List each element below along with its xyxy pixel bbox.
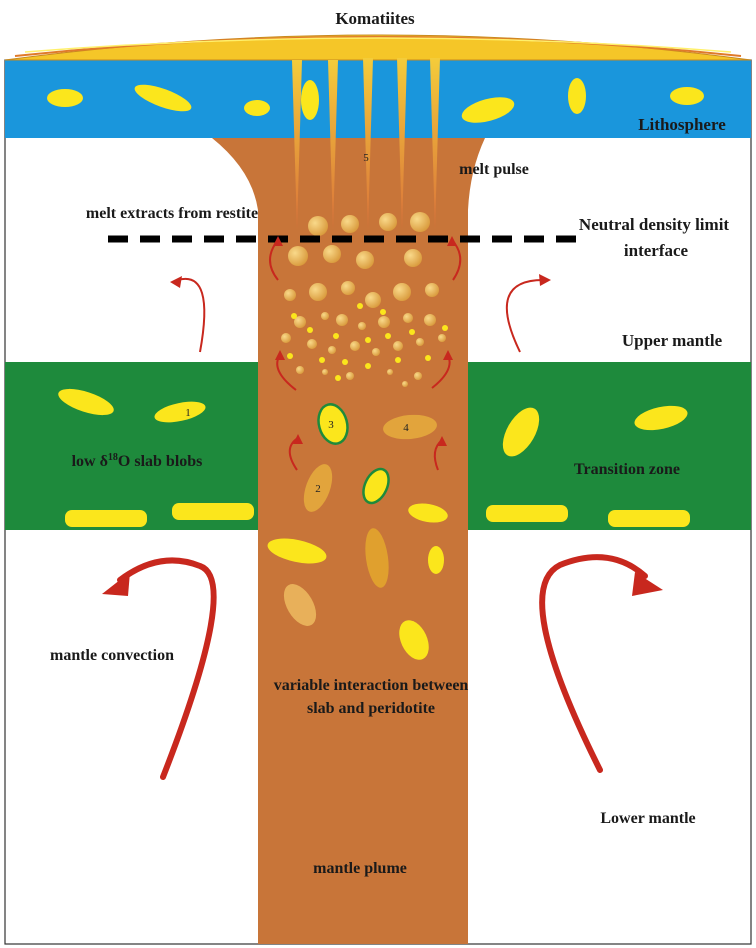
- transition-zone-label: Transition zone: [574, 461, 680, 478]
- marker-3: 3: [328, 419, 334, 431]
- marker-4: 4: [403, 422, 409, 434]
- lithosphere-blobs: [47, 78, 704, 123]
- lower-mantle-label: Lower mantle: [600, 810, 695, 827]
- melt-droplets: [281, 212, 448, 387]
- small-arrowheads: [170, 236, 551, 446]
- komatiite-crust: [4, 34, 752, 61]
- interaction-label-line1: variable interaction between: [274, 677, 469, 694]
- neutral-density-label-line1: Neutral density limit: [579, 215, 729, 234]
- transition-zone-blobs: [58, 388, 690, 527]
- upper-mantle-label: Upper mantle: [622, 331, 723, 350]
- komatiites-label: Komatiites: [335, 9, 415, 28]
- melt-pulse-label: melt pulse: [459, 161, 529, 178]
- marker-2: 2: [315, 483, 321, 495]
- lithosphere-label: Lithosphere: [638, 115, 726, 134]
- lithosphere-layer: [5, 60, 751, 138]
- neutral-density-label-line2: interface: [624, 241, 689, 260]
- slab-blobs-sup: 18: [108, 452, 118, 463]
- plume-slab-blobs: [267, 403, 448, 660]
- big-arrowheads: [102, 572, 663, 596]
- mantle-plume-column: [212, 138, 485, 944]
- mantle-plume-label: mantle plume: [313, 860, 407, 877]
- melt-pulse-streaks: [292, 58, 440, 230]
- marker-5: 5: [363, 152, 369, 164]
- mantle-convection-label: mantle convection: [50, 647, 174, 664]
- marker-1: 1: [185, 407, 191, 419]
- melt-extracts-label: melt extracts from restite: [86, 205, 258, 222]
- slab-blobs-prefix: low δ: [72, 453, 108, 470]
- big-convection-arrows: [117, 554, 648, 780]
- interaction-label-line2: slab and peridotite: [307, 700, 435, 717]
- slab-blobs-label: low δ18O slab blobs: [72, 452, 203, 470]
- slab-blobs-suffix: O slab blobs: [118, 453, 202, 470]
